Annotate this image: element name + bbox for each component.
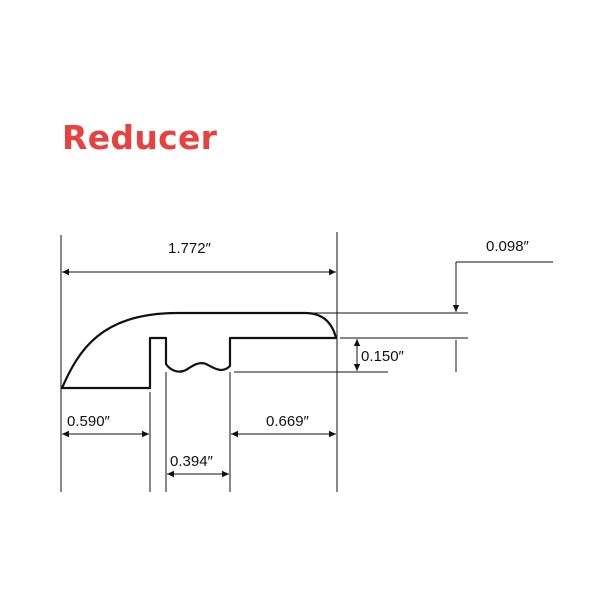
page-title: Reducer [62, 118, 218, 157]
label-groove-depth: 0.150″ [361, 348, 405, 365]
reducer-profile-outline [60, 311, 338, 390]
dimension-lines [62, 261, 553, 478]
label-groove-width: 0.394″ [170, 453, 214, 470]
label-right-flange: 0.669″ [266, 413, 310, 430]
label-top-step: 0.098″ [486, 238, 530, 255]
label-overall-width: 1.772″ [168, 240, 212, 257]
label-left-leg: 0.590″ [67, 413, 111, 430]
extension-lines [60, 232, 468, 492]
